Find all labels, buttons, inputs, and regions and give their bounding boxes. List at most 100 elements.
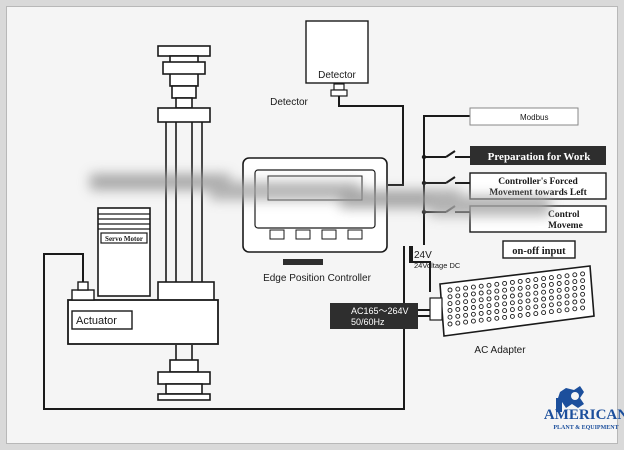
vent-hole (463, 285, 469, 291)
vent-hole (455, 286, 461, 292)
vent-hole (517, 299, 523, 305)
vent-hole (548, 281, 554, 287)
vent-hole (548, 302, 554, 308)
vent-hole (470, 305, 476, 310)
vent-hole (564, 300, 570, 306)
vent-hole (541, 303, 547, 309)
detector: Detector Detector (270, 20, 369, 108)
vent-hole (548, 295, 554, 301)
vent-hole (580, 285, 586, 290)
vent-hole (556, 301, 562, 307)
vent-hole (541, 296, 547, 302)
vent-hole (580, 305, 586, 311)
vent-hole (556, 281, 562, 286)
vent-hole (455, 320, 461, 326)
vent-hole (564, 273, 570, 279)
vent-hole (525, 312, 531, 317)
vent-hole (455, 293, 461, 299)
vent-hole (533, 304, 539, 310)
preparation-for-work-label: Preparation for Work (488, 151, 592, 163)
voltage-24v-dc-label: 24Voltage DC (414, 261, 461, 270)
vent-hole (509, 307, 515, 313)
vent-hole (541, 282, 547, 288)
vent-hole (517, 292, 523, 298)
voltage-24v-label: 24V (414, 250, 432, 261)
control-movement-line1: Control (548, 210, 580, 220)
vent-hole (486, 316, 492, 322)
vent-hole (517, 285, 523, 291)
vent-hole (463, 299, 469, 305)
forced-movement-box: Controller's Forced Movement towards Lef… (469, 172, 607, 200)
vent-hole (455, 306, 461, 312)
vent-hole (447, 287, 453, 293)
vent-hole (541, 310, 547, 316)
ac-input-box: AC165～264V 50/60Hz (330, 303, 418, 329)
ac-input-line1: AC165～264V (351, 306, 409, 316)
vent-hole (463, 319, 469, 325)
vent-hole (470, 318, 476, 324)
vent-hole (447, 294, 453, 300)
vent-hole (470, 311, 476, 317)
vent-hole (502, 308, 508, 314)
vent-hole (533, 290, 539, 296)
control-movement-box: Control Moveme (469, 205, 607, 233)
vent-hole (572, 285, 578, 291)
vent-hole (470, 284, 476, 290)
vent-hole (463, 312, 469, 318)
ac-input-line2: 50/60Hz (351, 317, 385, 327)
vent-hole (486, 289, 492, 295)
vent-hole (447, 307, 453, 313)
bus-dots (421, 154, 427, 215)
modbus-label: Modbus (520, 113, 548, 122)
vent-hole (463, 292, 469, 298)
vent-hole (556, 287, 562, 293)
actuator-label: Actuator (76, 315, 117, 327)
forced-movement-line2: Movement towards Left (489, 188, 587, 198)
ac-adapter: AC Adapter (429, 265, 595, 356)
vent-hole (533, 297, 539, 303)
vent-hole (494, 315, 500, 321)
control-movement-line2: Moveme (548, 221, 583, 231)
vent-hole (580, 291, 586, 297)
vent-hole (533, 277, 539, 283)
vent-hole (509, 279, 515, 285)
vent-hole (486, 309, 492, 315)
vent-hole (509, 313, 515, 319)
vent-hole (548, 288, 554, 294)
edge-position-controller: Edge Position Controller (242, 157, 388, 284)
vent-hole (494, 281, 500, 287)
lion-emblem-icon (556, 386, 584, 412)
vent-hole (541, 276, 547, 282)
vent-hole (525, 278, 531, 283)
adapter-vent-grid (447, 271, 586, 327)
preparation-for-work-box: Preparation for Work (470, 146, 606, 165)
vent-hole (564, 293, 570, 299)
modbus-box: Modbus (469, 107, 579, 126)
vent-hole (470, 298, 476, 304)
logo-line1: AMERICAN (544, 407, 624, 423)
vent-hole (572, 279, 578, 285)
vent-hole (556, 294, 562, 300)
detector-caption: Detector (270, 97, 308, 108)
vent-hole (541, 289, 547, 295)
actuator-body: Actuator (67, 281, 219, 345)
vent-hole (494, 288, 500, 294)
vent-hole (533, 283, 539, 289)
vent-hole (509, 286, 515, 292)
vent-hole (502, 314, 508, 320)
vent-hole (564, 286, 570, 292)
vent-hole (447, 301, 453, 307)
vent-hole (533, 311, 539, 317)
detector-box-label: Detector (318, 70, 356, 81)
servo-motor: Servo Motor (97, 207, 151, 297)
vent-hole (478, 317, 484, 323)
vent-hole (572, 306, 578, 312)
vent-hole (478, 283, 484, 289)
vent-hole (517, 306, 523, 312)
vent-hole (517, 278, 523, 284)
vent-hole (580, 271, 586, 277)
vent-hole (455, 313, 461, 319)
vent-hole (564, 280, 570, 286)
vent-hole (580, 298, 586, 304)
